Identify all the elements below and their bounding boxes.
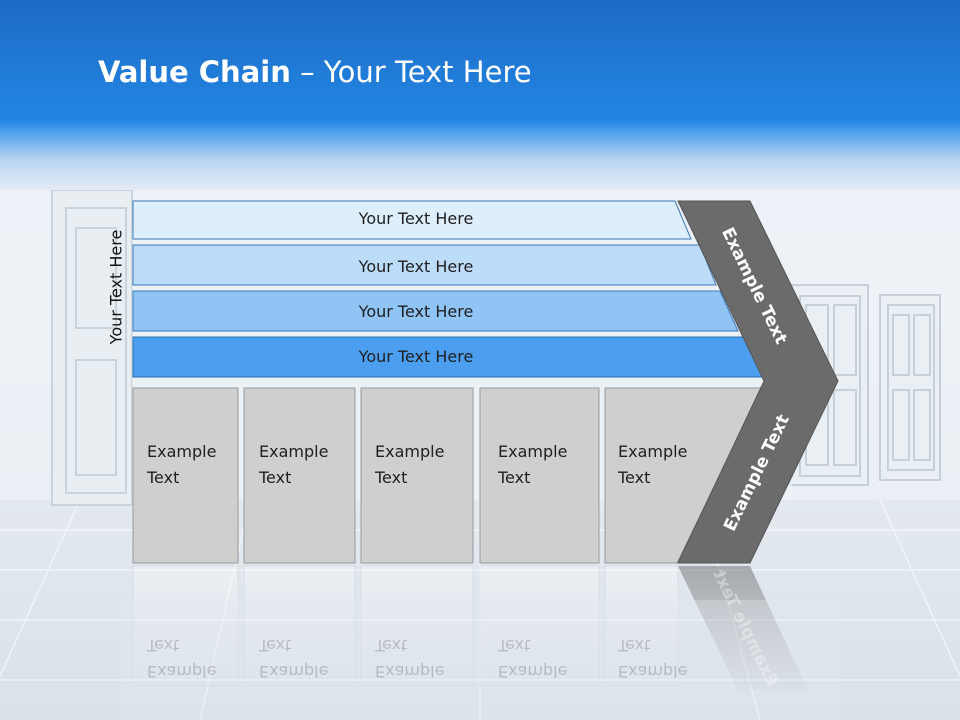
box-2-reflection: Example Text [259,632,349,684]
box-5-label: Example Text [618,439,708,491]
bar-3-label: Your Text Here [358,302,474,321]
box-1-reflection-line2: Text [147,636,180,655]
box-3-reflection-line1: Example [375,662,445,681]
box-5-line2: Text [618,468,651,487]
chevron-arrow[interactable] [677,200,839,564]
bar-1[interactable] [132,200,692,240]
box-5-line1: Example [618,442,688,461]
bar-2-label: Your Text Here [358,257,474,276]
box-3[interactable] [360,387,474,564]
box-2[interactable] [243,387,356,564]
title-rest: – Your Text Here [290,55,532,89]
bar-2[interactable] [132,244,717,286]
slide-title[interactable]: Value Chain – Your Text Here [98,55,532,89]
box-3-reflection: Example Text [375,632,465,684]
box-4[interactable] [479,387,600,564]
box-1-reflection: Example Text [147,632,237,684]
box-1-line2: Text [147,468,180,487]
title-bold: Value Chain [98,55,291,89]
bar-1-label: Your Text Here [358,209,474,228]
bar-4-label: Your Text Here [358,347,474,366]
box-5-reflection-line2: Text [618,636,651,655]
box-2-reflection-line2: Text [259,636,292,655]
box-2-line1: Example [259,442,329,461]
box-1-label: Example Text [147,439,237,491]
bar-3[interactable] [132,290,739,332]
reflection [120,565,840,720]
box-4-label: Example Text [498,439,588,491]
box-5[interactable] [604,387,763,564]
box-3-reflection-line2: Text [375,636,408,655]
box-5-reflection: Example Text [618,632,708,684]
box-4-line1: Example [498,442,568,461]
box-1-line1: Example [147,442,217,461]
side-label: Your Text Here [106,229,126,345]
box-5-reflection-line1: Example [618,662,688,681]
box-1[interactable] [132,387,239,564]
box-3-line2: Text [375,468,408,487]
box-1-reflection-line1: Example [147,662,217,681]
left-door [51,189,133,506]
box-2-reflection-line1: Example [259,662,329,681]
box-3-label: Example Text [375,439,465,491]
box-2-line2: Text [259,468,292,487]
box-4-reflection-line2: Text [498,636,531,655]
box-3-line1: Example [375,442,445,461]
header-band [0,0,960,190]
box-2-label: Example Text [259,439,349,491]
box-4-reflection: Example Text [498,632,588,684]
box-4-reflection-line1: Example [498,662,568,681]
box-4-line2: Text [498,468,531,487]
